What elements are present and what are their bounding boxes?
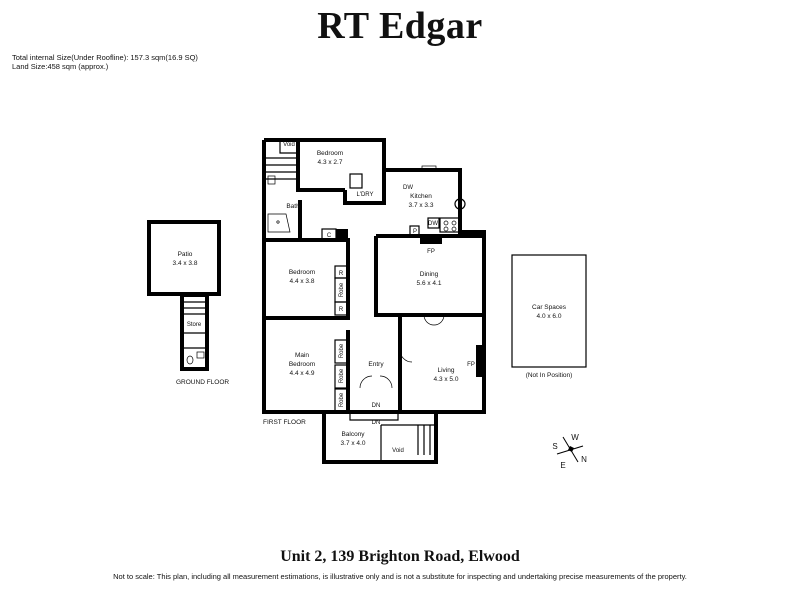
burner-icon [443, 226, 449, 232]
store-label: Store [187, 322, 202, 328]
land-size: Land Size:458 sqm (approx.) [12, 62, 109, 71]
bedroom-top-name: Bedroom [317, 150, 343, 157]
main-bedroom-name-1: Main [295, 352, 309, 359]
patio-dims: 3.4 x 3.8 [173, 260, 198, 267]
balcony-stairs [417, 425, 431, 455]
kitchen-dims: 3.7 x 3.3 [409, 202, 434, 209]
kitchen-name: Kitchen [410, 193, 432, 200]
dining-name: Dining [420, 271, 439, 278]
laundry-walls [343, 170, 386, 205]
compass-s: S [552, 442, 557, 451]
compass-e: E [560, 461, 565, 470]
bedroom-mid-dims: 4.4 x 3.8 [290, 278, 315, 285]
cupboard-label: C [327, 233, 332, 239]
basin-icon [267, 175, 276, 185]
ground-stairs [184, 301, 205, 315]
main-robe-1-label: Robe [339, 343, 345, 358]
balcony-void-outline [380, 424, 437, 462]
bathtub-icon [267, 213, 291, 233]
car-spaces-box [511, 254, 587, 368]
laundry-tub-icon [349, 173, 363, 189]
dining-fireplace-block [420, 236, 442, 244]
dishwasher-2-label: DW [428, 221, 438, 227]
burner-icon [451, 226, 457, 232]
laundry-label: L'DRY [356, 192, 373, 198]
balcony-name: Balcony [341, 431, 365, 438]
car-spaces-note: (Not In Position) [526, 372, 573, 379]
down-label-1: DN [372, 403, 381, 409]
living-name: Living [438, 367, 455, 374]
ground-toilet-icon [186, 355, 194, 365]
patio-name: Patio [178, 251, 193, 258]
car-spaces-dims: 4.0 x 6.0 [537, 313, 562, 320]
entry-label: Entry [368, 361, 384, 368]
kitchen-window [421, 165, 437, 172]
main-bedroom-name-2: Bedroom [289, 361, 315, 368]
fireplace-label: FP [427, 249, 435, 255]
ground-floor-label: GROUND FLOOR [176, 379, 229, 386]
robe-mid-label: Robe [339, 282, 345, 297]
main-robe-2-label: Robe [339, 368, 345, 383]
compass-n: N [581, 455, 587, 464]
living-fireplace-block [476, 345, 484, 377]
main-robe-3-label: Robe [339, 392, 345, 407]
burner-icon [443, 220, 449, 226]
landing-outline [349, 412, 399, 421]
bath-label: Bath [286, 203, 300, 210]
drain-icon [276, 220, 280, 224]
ground-divisions [183, 332, 206, 349]
brand-title: RT Edgar [317, 5, 483, 47]
robe-r-top-label: R [339, 271, 344, 277]
living-fireplace-label: FP [467, 362, 475, 368]
burner-icon [451, 220, 457, 226]
bedroom-top-dims: 4.3 x 2.7 [318, 159, 343, 166]
dishwasher-box [427, 217, 440, 229]
entry-door-swing [359, 375, 393, 389]
fridge-icon [454, 198, 466, 210]
double-door-swing [423, 314, 445, 326]
living-dims: 4.3 x 5.0 [434, 376, 459, 383]
robe-r-bottom-box [334, 301, 348, 316]
balcony-dims: 3.7 x 4.0 [341, 440, 366, 447]
pantry-label: P [413, 229, 417, 235]
void-top-label: Void [283, 142, 295, 148]
cooktop-icon [439, 217, 461, 233]
disclaimer: Not to scale: This plan, including all m… [113, 572, 687, 581]
column-block [336, 229, 348, 240]
ground-basin-icon [196, 351, 205, 359]
ground-store-block [180, 293, 209, 371]
property-address: Unit 2, 139 Brighton Road, Elwood [280, 548, 520, 565]
upper-stairs [266, 157, 296, 180]
compass-w: W [571, 433, 579, 442]
size-info: Total internal Size(Under Roofline): 157… [12, 53, 198, 71]
car-spaces-name: Car Spaces [532, 304, 567, 311]
robe-r-bottom-label: R [339, 307, 344, 313]
internal-size: Total internal Size(Under Roofline): 157… [12, 53, 198, 62]
bedroom-mid-walls [264, 238, 350, 320]
dishwasher-label: DW [403, 185, 413, 191]
main-bedroom-dims: 4.4 x 4.9 [290, 370, 315, 377]
down-label-2: DN [372, 420, 381, 426]
patio-wall [147, 220, 221, 296]
first-floor-label: FIRST FLOOR [263, 419, 306, 426]
living-door-swing [399, 349, 413, 363]
bedroom-top-walls [296, 140, 345, 192]
void-balcony-label: Void [392, 448, 404, 454]
dining-west-walls [374, 236, 402, 412]
dining-dims: 5.6 x 4.1 [417, 280, 442, 287]
void-box [279, 140, 298, 154]
compass-icon [556, 436, 584, 463]
bedroom-mid-name: Bedroom [289, 269, 315, 276]
